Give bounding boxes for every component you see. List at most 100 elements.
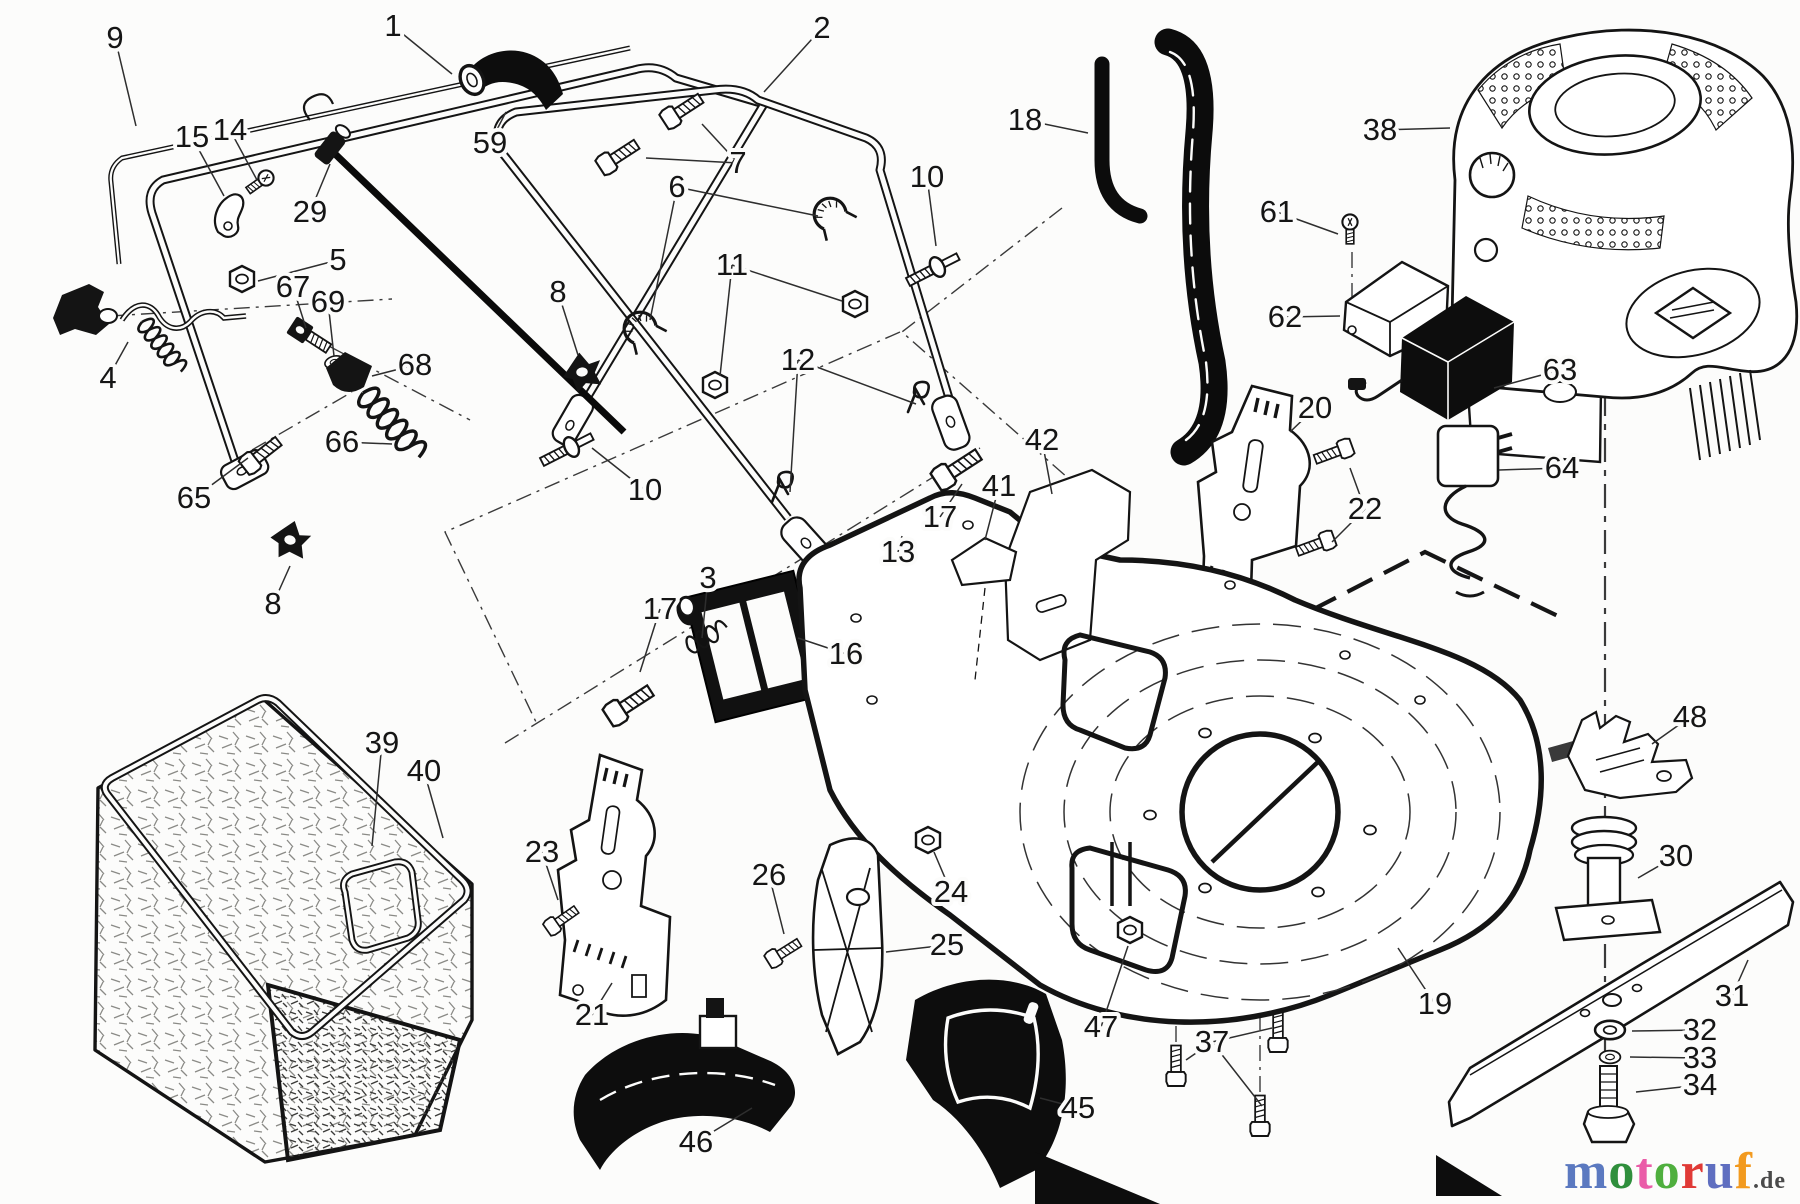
callout-31: 31 — [1715, 978, 1749, 1013]
leader-line-12 — [789, 359, 799, 493]
callout-47: 47 — [1084, 1009, 1118, 1044]
callout-10: 10 — [910, 159, 944, 194]
part-bracket-20 — [1196, 384, 1311, 624]
part-upper-handle-1 — [145, 63, 769, 491]
bolt-22b-icon — [1293, 528, 1339, 562]
callout-20: 20 — [1298, 390, 1332, 425]
callout-6: 6 — [668, 169, 685, 204]
callout-1: 1 — [384, 8, 401, 43]
callout-18: 18 — [1008, 102, 1042, 137]
callout-39: 39 — [365, 725, 399, 760]
leader-line-62 — [1284, 315, 1341, 318]
callout-8: 8 — [549, 274, 566, 309]
bolt-22a-icon — [1311, 436, 1357, 470]
leader-line-65 — [193, 457, 249, 499]
part-knob-4-assembly — [53, 284, 247, 378]
callout-66: 66 — [325, 424, 359, 459]
screw-14-icon — [242, 166, 278, 198]
callout-26: 26 — [752, 857, 786, 892]
part-blade-bolt-34 — [1582, 1065, 1636, 1144]
bolt-17b-icon — [600, 679, 659, 730]
callout-59: 59 — [473, 125, 507, 160]
leader-line-5 — [257, 259, 339, 282]
watermark-letter: r — [1680, 1143, 1705, 1200]
leader-line-45 — [1039, 1097, 1079, 1109]
part-battery-63 — [1348, 296, 1515, 420]
callout-3: 3 — [699, 560, 716, 595]
callout-17: 17 — [923, 499, 957, 534]
callout-22: 22 — [1348, 491, 1382, 526]
bolt-37c-icon — [1249, 1094, 1271, 1137]
leader-line-68 — [371, 364, 416, 377]
leader-line-33 — [1629, 1056, 1701, 1059]
callout-69: 69 — [311, 284, 345, 319]
part-conduit-68 — [326, 352, 432, 466]
leader-line-37 — [1185, 1041, 1213, 1061]
callout-32: 32 — [1683, 1012, 1717, 1047]
nut-24-icon — [914, 825, 942, 855]
bolt-37b-icon — [1267, 1010, 1289, 1053]
nut-5-icon — [228, 264, 256, 294]
part-bail-18 — [1094, 28, 1228, 466]
leader-line-37 — [1211, 1027, 1273, 1043]
leader-line-66 — [341, 441, 393, 445]
nut-47-icon — [1116, 915, 1144, 945]
callout-34: 34 — [1683, 1067, 1717, 1102]
knob-8-left-icon — [266, 516, 314, 564]
part-shadow-wedge — [1035, 1152, 1160, 1204]
watermark-letter: o — [1653, 1143, 1681, 1200]
leader-line-61 — [1276, 211, 1339, 235]
leader-line-6 — [649, 186, 678, 321]
callout-13: 13 — [881, 534, 915, 569]
callout-67: 67 — [276, 269, 310, 304]
callout-9: 9 — [106, 20, 123, 55]
callout-24: 24 — [934, 874, 968, 909]
leader-line-64 — [1498, 467, 1563, 471]
leader-line-16 — [797, 637, 847, 655]
leader-line-41 — [984, 485, 1000, 541]
nut-11b-icon — [701, 370, 729, 400]
callout-11: 11 — [716, 247, 748, 282]
callout-63: 63 — [1543, 352, 1577, 387]
callout-7: 7 — [729, 145, 746, 180]
callout-61: 61 — [1260, 194, 1294, 229]
part-deck-19 — [796, 468, 1544, 1025]
clip-12a-icon — [906, 380, 930, 414]
leader-line-17 — [639, 608, 661, 673]
callout-23: 23 — [525, 834, 559, 869]
leader-line-26 — [768, 874, 785, 935]
part-lever-15 — [213, 193, 245, 238]
nut-11a-icon — [841, 289, 869, 319]
watermark-letter: u — [1704, 1143, 1735, 1200]
callout-30: 30 — [1659, 838, 1693, 873]
leader-line-46 — [695, 1107, 753, 1143]
callout-41: 41 — [982, 468, 1016, 503]
washer-32-icon — [1593, 1019, 1627, 1041]
part-plate-41 — [950, 536, 1018, 587]
callout-46: 46 — [679, 1124, 713, 1159]
part-blade-adapter-30 — [1554, 815, 1662, 942]
watermark-suffix: .de — [1753, 1168, 1786, 1194]
part-guard-46 — [573, 998, 796, 1170]
leader-line-7 — [701, 123, 739, 164]
callout-17: 17 — [643, 591, 677, 626]
callout-leader-lines — [107, 25, 1749, 1143]
part-bag-frame-40 — [100, 694, 472, 1040]
leader-line-11 — [719, 264, 733, 377]
watermark-word: motoruf — [1564, 1143, 1753, 1200]
leader-line-48 — [1651, 716, 1691, 745]
bolt-37a-icon — [1165, 1044, 1187, 1087]
callout-40: 40 — [407, 753, 441, 788]
leader-line-24 — [933, 851, 952, 893]
leader-line-32 — [1631, 1029, 1701, 1032]
leader-line-6 — [676, 186, 819, 217]
callout-65: 65 — [177, 480, 211, 515]
watermark-logo: motoruf.de — [1564, 1146, 1786, 1198]
callout-14: 14 — [213, 112, 247, 147]
leader-line-13 — [897, 535, 903, 553]
watermark-letter: t — [1635, 1143, 1654, 1200]
callout-12: 12 — [781, 342, 815, 377]
callout-15: 15 — [175, 119, 209, 154]
watermark-letter: o — [1608, 1143, 1636, 1200]
